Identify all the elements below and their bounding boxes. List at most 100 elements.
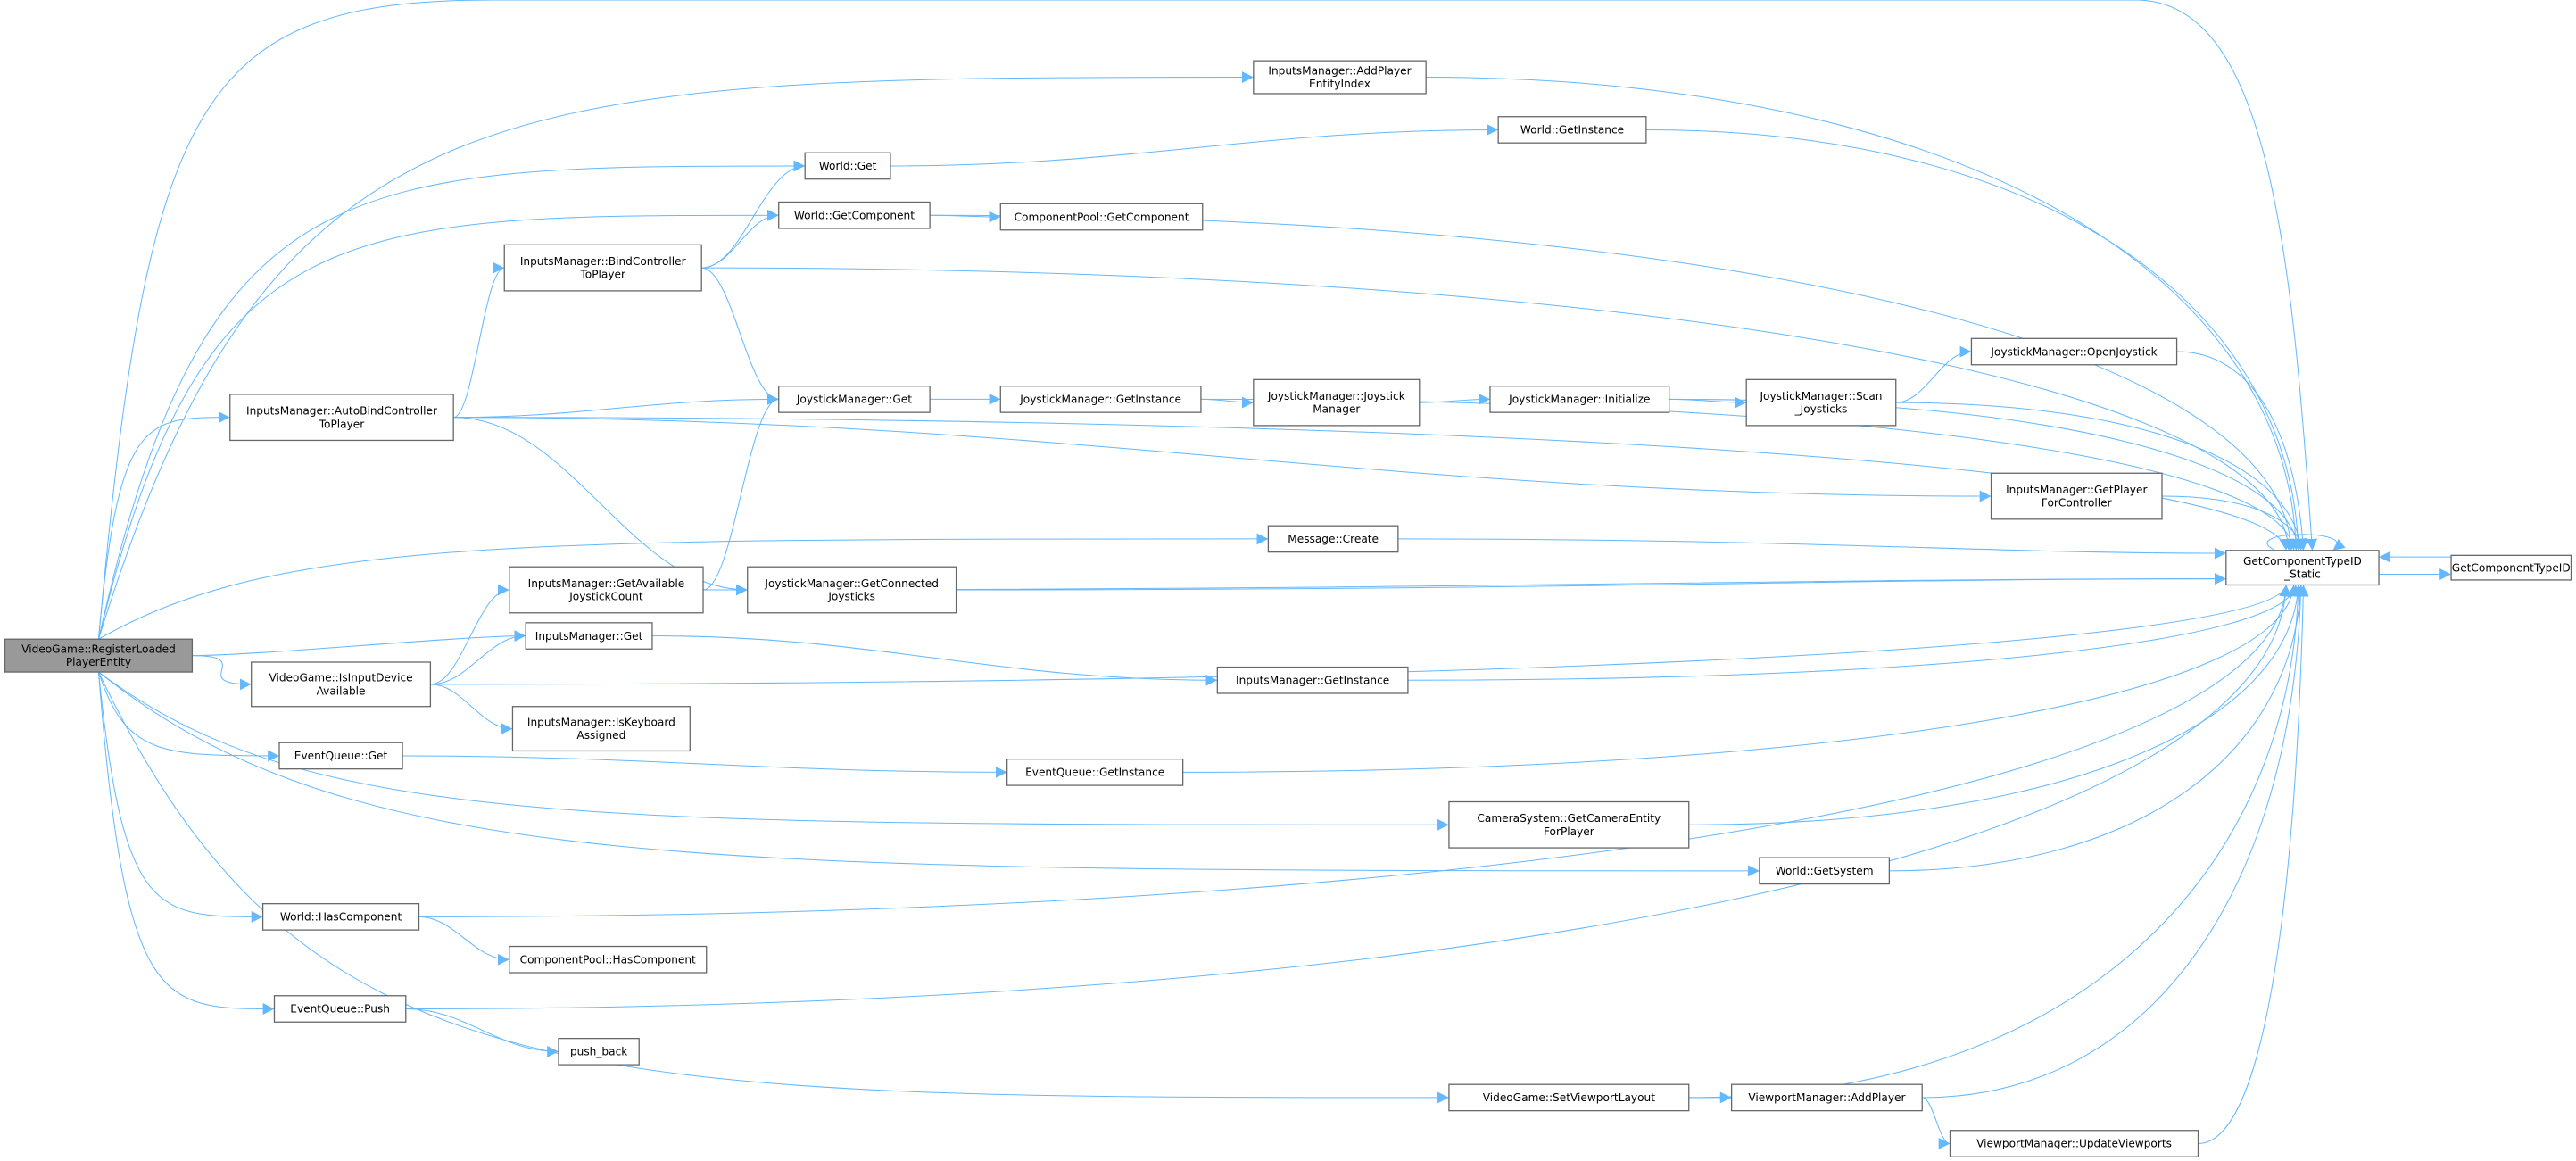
node-box [2450,554,2572,581]
node-vp-add-player[interactable]: ViewportManager::AddPlayer [1730,1083,1923,1112]
node-label: CameraSystem::GetCameraEntity [1477,812,1661,825]
node-label: JoystickManager::Scan [1759,390,1882,402]
node-type-id-static[interactable]: GetComponentTypeID_Static [2225,550,2380,586]
node-push-back[interactable]: push_back [558,1037,640,1066]
node-box [804,152,891,180]
node-box [278,742,403,770]
node-pool-has-component[interactable]: ComponentPool::HasComponent [509,945,708,974]
node-box [4,638,194,673]
edge-eq-get-instance-to-type-id-static [1182,585,2299,773]
edge-root-to-is-input-device [192,655,252,691]
node-inputs-get[interactable]: InputsManager::Get [525,622,653,650]
node-label: World::GetComponent [794,209,915,221]
edge-root-to-world-has-component [97,672,263,923]
node-box [2225,550,2380,586]
node-label: VideoGame::IsInputDevice [269,672,412,684]
edge-auto-bind-to-connected-joy [453,417,748,596]
node-world-has-component[interactable]: World::HasComponent [261,903,420,931]
edge-is-input-device-to-avail-joy-count [430,584,509,685]
node-type-id[interactable]: GetComponentTypeID [2450,554,2572,581]
node-world-get-component[interactable]: World::GetComponent [778,201,931,229]
edge-auto-bind-to-get-player-for-controller [453,417,1992,502]
node-box [511,706,691,752]
node-label: Joysticks [827,591,875,603]
node-label: PlayerEntity [66,656,131,668]
node-joy-scan[interactable]: JoystickManager::Scan_Joysticks [1745,378,1897,427]
node-box [1006,758,1184,786]
edge-eq-push-to-type-id-static [405,585,2292,1010]
edge-bind-controller-to-world-get-component [701,209,779,269]
edge-add-player-entity-index-to-type-id-static [1426,77,2302,551]
edge-connected-joy-to-type-id-static [956,573,2226,591]
node-world-get-instance[interactable]: World::GetInstance [1497,116,1647,144]
node-label: InputsManager::BindController [520,255,686,268]
edge-root-to-add-player-entity-index [97,71,1254,640]
edge-root-to-world-get [97,160,806,640]
edge-root-to-auto-bind [97,411,230,640]
edge-joy-scan-to-joy-open [1895,345,1972,403]
edge-root-to-camera-entity [98,671,1449,831]
node-world-get[interactable]: World::Get [804,152,891,180]
node-box [558,1037,640,1066]
edge-root-to-eq-get [97,671,280,762]
node-label: Message::Create [1288,533,1379,545]
node-label: JoystickManager::Get [796,394,912,406]
node-label: InputsManager::AddPlayer [1268,64,1411,77]
node-joy-ctor[interactable]: JoystickManager::JoystickManager [1253,378,1421,427]
node-label: ToPlayer [579,269,625,281]
edge-world-get-instance-to-type-id-static [1645,129,2304,551]
node-set-viewport-layout[interactable]: VideoGame::SetViewportLayout [1448,1083,1690,1112]
node-eq-get-instance[interactable]: EventQueue::GetInstance [1006,758,1184,786]
node-joy-get-instance[interactable]: JoystickManager::GetInstance [999,386,1202,413]
node-auto-bind[interactable]: InputsManager::AutoBindControllerToPlaye… [229,394,454,442]
node-eq-push[interactable]: EventQueue::Push [273,995,407,1023]
node-box [778,386,931,413]
node-eq-get[interactable]: EventQueue::Get [278,742,403,770]
edge-is-input-device-to-type-id-static [430,585,2290,685]
edge-get-player-for-controller-to-type-id-static [2162,495,2307,551]
node-box [1970,337,2178,366]
node-label: InputsManager::IsKeyboard [527,716,675,728]
node-label: EventQueue::GetInstance [1025,767,1164,779]
edge-vp-add-player-to-type-id-static [1922,585,2307,1099]
node-box [503,244,702,292]
edge-message-create-to-type-id-static [1397,538,2226,560]
node-joy-open[interactable]: JoystickManager::OpenJoystick [1970,337,2178,366]
node-label: _Joysticks [1794,403,1848,416]
edge-eq-get-to-eq-get-instance [402,755,1007,778]
node-joy-init[interactable]: JoystickManager::Initialize [1489,386,1670,413]
node-vp-update[interactable]: ViewportManager::UpdateViewports [1949,1130,2199,1157]
edge-vp-add-player-to-vp-update [1922,1097,1951,1149]
node-joy-get[interactable]: JoystickManager::Get [778,386,931,413]
node-label: World::Get [819,160,877,172]
edge-joy-ctor-to-joy-init [1419,393,1490,405]
edge-root-to-world-get-component [97,209,779,640]
node-world-get-system[interactable]: World::GetSystem [1759,857,1891,885]
node-label: InputsManager::GetAvailable [528,577,685,590]
node-label: World::GetInstance [1520,124,1624,137]
node-box [251,661,432,708]
node-label: InputsManager::GetInstance [1236,674,1389,686]
edge-inputs-get-to-inputs-get-instance [651,635,1218,686]
node-message-create[interactable]: Message::Create [1267,525,1399,553]
node-label: Assigned [576,729,625,742]
node-label: EventQueue::Get [294,750,388,762]
node-label: ToPlayer [319,418,365,430]
node-box [1253,60,1427,95]
node-box [1489,386,1670,413]
node-pool-get-component[interactable]: ComponentPool::GetComponent [999,203,1204,231]
node-label: ComponentPool::GetComponent [1015,211,1189,223]
edge-world-get-component-to-type-id-static [930,214,2297,551]
node-inputs-get-instance[interactable]: InputsManager::GetInstance [1216,666,1409,694]
edge-world-get-to-world-get-instance [890,124,1499,167]
node-box [229,394,454,442]
